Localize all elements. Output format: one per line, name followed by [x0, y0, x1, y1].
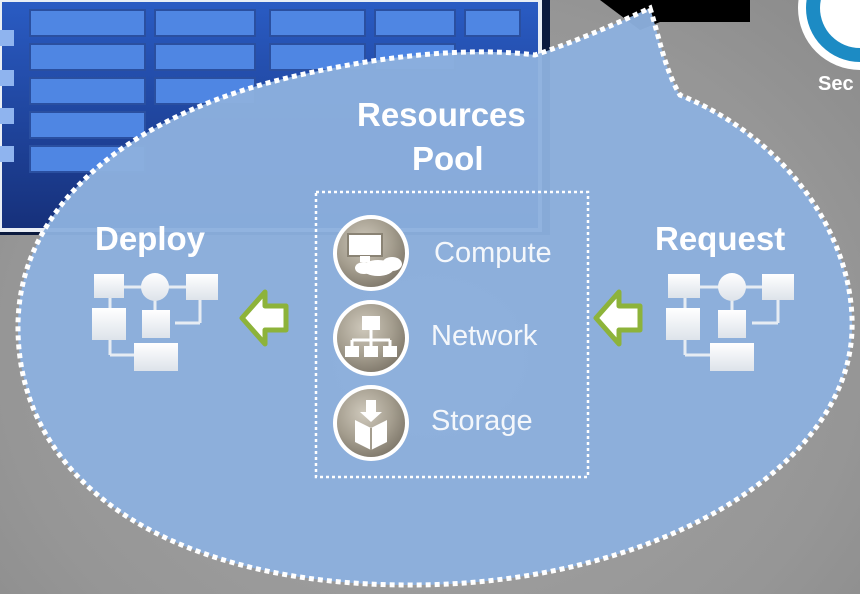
compute-label: Compute — [434, 237, 552, 269]
logo-circle-icon — [798, 0, 860, 70]
workflow-diagram-icon — [92, 273, 218, 371]
resources-pool-title-line2: Pool — [412, 140, 484, 177]
resources-pool-box — [314, 190, 590, 479]
storage-label: Storage — [431, 405, 533, 437]
speech-bubble — [15, 4, 855, 588]
workflow-diagram-icon — [666, 273, 794, 371]
arrow-left-icon — [593, 289, 643, 347]
request-label: Request — [655, 220, 786, 257]
network-label: Network — [431, 320, 538, 352]
network-icon — [333, 300, 409, 376]
storage-icon — [333, 385, 409, 461]
arrow-left-icon — [239, 289, 289, 347]
resources-pool-title: Resources — [357, 96, 526, 133]
deploy-label: Deploy — [95, 220, 206, 257]
logo-caption: Sec — [818, 73, 854, 95]
compute-icon — [333, 215, 409, 291]
